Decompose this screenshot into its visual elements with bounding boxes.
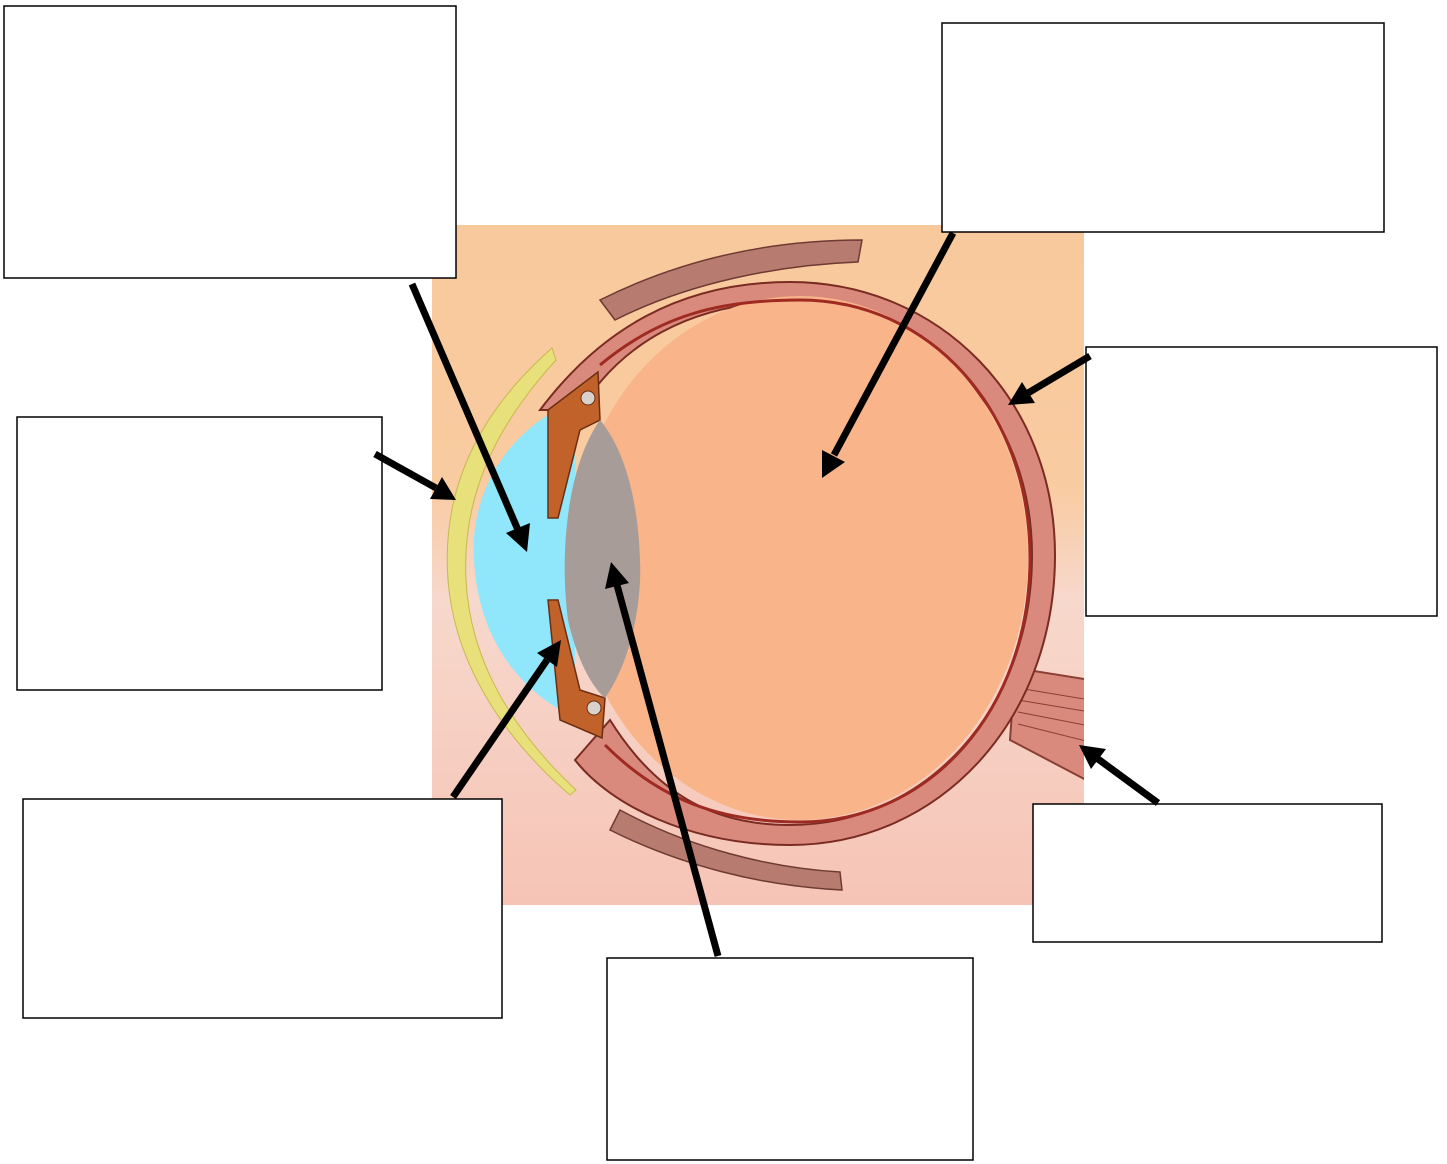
label-box-bottom-right[interactable] (1033, 804, 1382, 942)
vitreous-body (572, 296, 1028, 820)
label-box-top-right[interactable] (942, 23, 1384, 232)
label-box-top-left[interactable] (4, 6, 456, 278)
arrow-optic-nerve (1079, 745, 1158, 803)
label-box-left[interactable] (17, 417, 382, 690)
label-box-right[interactable] (1086, 347, 1437, 616)
label-box-bottom-left[interactable] (23, 799, 502, 1018)
label-box-bottom-center[interactable] (607, 958, 973, 1160)
